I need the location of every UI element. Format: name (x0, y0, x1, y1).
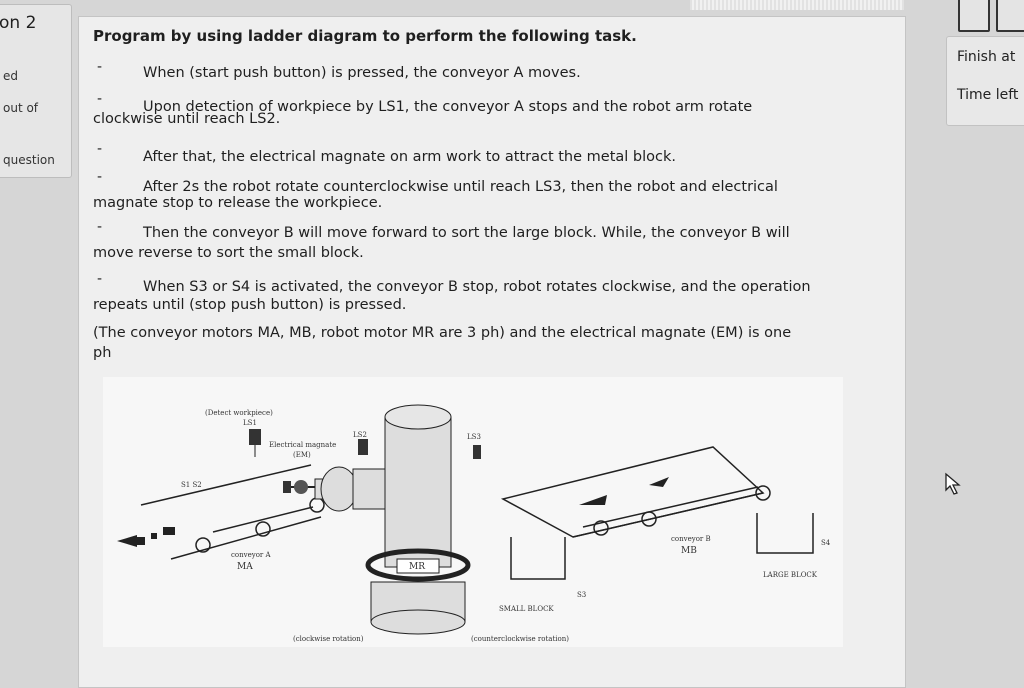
ls1-label: LS1 (243, 419, 257, 427)
bullet-3: After that, the electrical magnate on ar… (143, 149, 676, 165)
arrow-left-b (579, 495, 607, 505)
s3-label: S3 (577, 591, 586, 599)
bullet-4-line1: After 2s the robot rotate counterclockwi… (143, 179, 778, 195)
mb-label: MB (681, 546, 697, 556)
bullet-dash: - (97, 59, 103, 75)
header-stripe (690, 0, 904, 10)
note-line-1: (The conveyor motors MA, MB, robot motor… (93, 325, 792, 341)
mouse-cursor-icon (945, 472, 961, 495)
conveyor-a-bottom (170, 516, 322, 560)
bullet-dash: - (97, 141, 103, 157)
ma-label: MA (237, 562, 253, 572)
ls3-label: LS3 (467, 433, 481, 441)
arrow-left-a (117, 527, 175, 547)
ls2-label: LS2 (353, 431, 367, 439)
robot-assembly (283, 404, 481, 635)
timer-panel: Finish at Time left (946, 36, 1024, 126)
question-info-panel: on 2 ed out of question (0, 4, 72, 178)
ls1-sensor (249, 429, 261, 445)
note-line-2: ph (93, 345, 112, 361)
bullet-5-line2: move reverse to sort the small block. (93, 245, 364, 261)
counterclockwise-label: (counterclockwise rotation) (471, 635, 569, 643)
em-abbr-label: (EM) (293, 451, 311, 459)
diagram-svg: (Detect workpiece) LS1 Electrical magnat… (117, 404, 831, 643)
s4-label: S4 (821, 539, 831, 547)
em-label: Electrical magnate (269, 441, 336, 449)
conveyor-a-roller (255, 521, 271, 537)
detect-label: (Detect workpiece) (205, 409, 273, 417)
bullet-dash: - (97, 271, 103, 287)
status-text: ed (3, 69, 18, 83)
system-diagram: (Detect workpiece) LS1 Electrical magnat… (103, 377, 843, 647)
arrow-right-b (649, 477, 669, 487)
bullet-2-line1: Upon detection of workpiece by LS1, the … (143, 99, 753, 115)
question-content: Program by using ladder diagram to perfo… (78, 16, 906, 688)
bullet-dash: - (97, 219, 103, 235)
conveyor-b-label: conveyor B (671, 535, 711, 543)
bullet-dash: - (97, 169, 103, 185)
finish-at-label: Finish at (957, 49, 1016, 65)
s1s2-label: S1 S2 (181, 481, 202, 489)
bullet-6-line1: When S3 or S4 is activated, the conveyor… (143, 279, 811, 295)
nav-box-1[interactable] (958, 0, 990, 32)
marks-text: out of (3, 101, 39, 115)
large-block-bin (756, 513, 814, 554)
bullet-1: When (start push button) is pressed, the… (143, 65, 581, 81)
conveyor-a-roller (195, 537, 211, 553)
bullet-4-line2: magnate stop to release the workpiece. (93, 195, 383, 211)
time-left-label: Time left (957, 87, 1019, 103)
bullet-dash: - (97, 91, 103, 107)
conveyor-b (500, 446, 771, 538)
flag-question-link[interactable]: question (3, 153, 55, 167)
small-block-bin (510, 537, 566, 580)
question-number: on 2 (0, 13, 37, 33)
conveyor-a-roller (309, 497, 325, 513)
nav-box-2[interactable] (996, 0, 1024, 32)
bullet-2-line2: clockwise until reach LS2. (93, 111, 281, 127)
clockwise-label: (clockwise rotation) (293, 635, 364, 643)
conveyor-a-top (140, 464, 312, 506)
mr-label: MR (409, 562, 425, 572)
question-title: Program by using ladder diagram to perfo… (93, 27, 637, 45)
bullet-6-line2: repeats until (stop push button) is pres… (93, 297, 407, 313)
large-block-label: LARGE BLOCK (763, 571, 818, 579)
bullet-5-line1: Then the conveyor B will move forward to… (143, 225, 790, 241)
small-block-label: SMALL BLOCK (499, 605, 554, 613)
conveyor-a-label: conveyor A (231, 551, 271, 559)
